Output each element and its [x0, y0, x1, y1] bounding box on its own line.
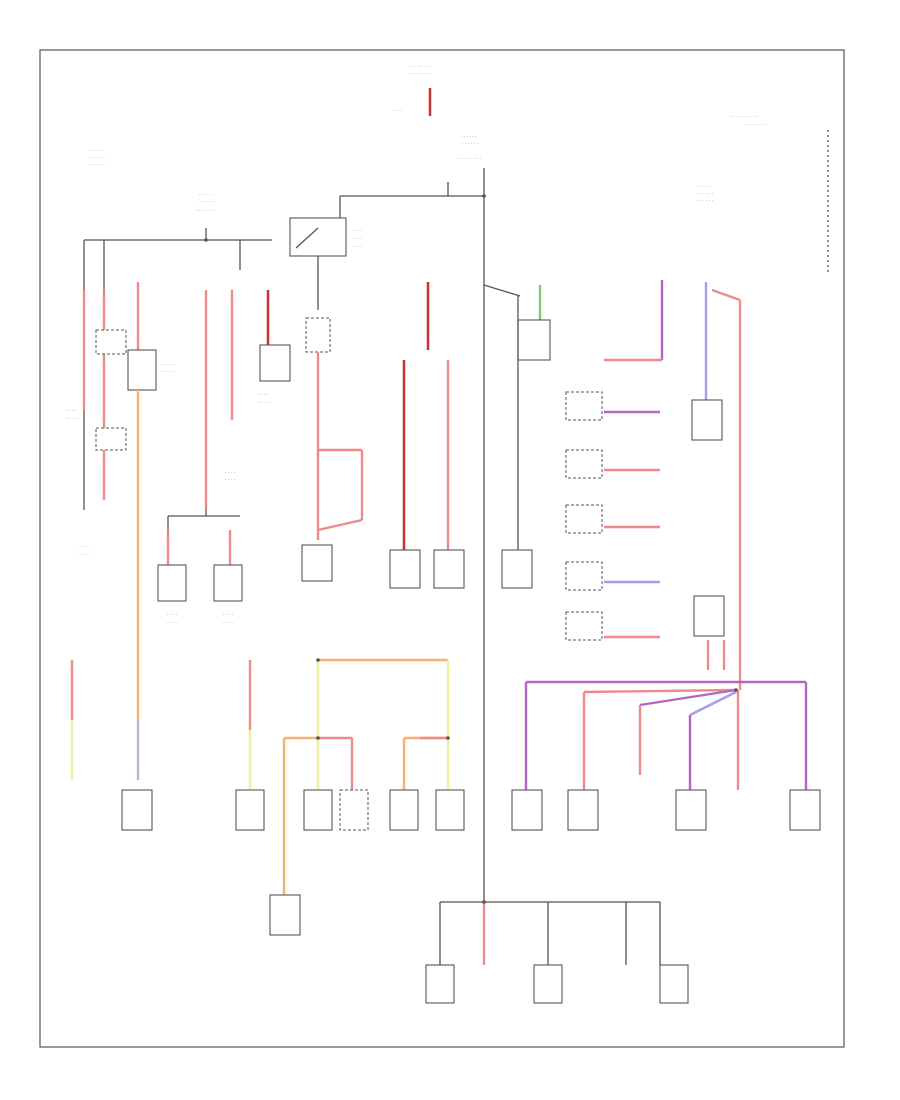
left-fuse-a: · · · · · · · · · [66, 409, 127, 451]
svg-text:· · · · · ·: · · · · · · [197, 200, 213, 205]
component-right-mid [693, 595, 725, 637]
component-center-1 [389, 549, 421, 589]
svg-text:· · · · · · · ·: · · · · · · · · [744, 123, 766, 128]
component-center-2 [433, 549, 465, 589]
bottom-branch [439, 880, 661, 965]
svg-text:· · · ·: · · · · [392, 109, 402, 114]
relay-top: · · · · · · · · · · · · [289, 196, 362, 272]
lower-center-bus [248, 658, 450, 895]
svg-text:· · · · ·: · · · · · [77, 553, 90, 558]
svg-text:· · · ·: · · · · [352, 245, 362, 250]
svg-text:· · · ·: · · · · [167, 613, 177, 618]
svg-text:· · · ·: · · · · [352, 229, 362, 234]
svg-text:· · · · · · · ·: · · · · · · · · [459, 157, 481, 162]
top-source-connector: · · · · · · · · · · · · · · · · · · · · … [392, 65, 432, 116]
svg-text:· · · · ·: · · · · · [698, 185, 711, 190]
svg-text:· · · · ·: · · · · · [165, 621, 178, 626]
component-bottom-1 [425, 964, 455, 1004]
svg-text:· · · ·: · · · · [352, 237, 362, 242]
component-lower-center-4 [389, 789, 419, 831]
component-lower-center-2 [303, 789, 333, 831]
svg-text:· · · · · ·: · · · · · · [88, 149, 104, 154]
svg-text:· · · · · · ·: · · · · · · · [88, 156, 107, 161]
svg-text:· · · ·: · · · · [258, 393, 268, 398]
small-component-right-of-relay: · · · · · · · · · [258, 344, 291, 406]
svg-text:· · · · ·: · · · · · [258, 401, 271, 406]
diagram-border [39, 49, 845, 1048]
svg-text:· · · · · · ·: · · · · · · · [88, 163, 107, 168]
component-lower-right-4 [789, 789, 821, 831]
component-center-right [501, 549, 533, 589]
left-bus: · · · · · · · · · · · · · · · · · · · · … [83, 149, 272, 510]
component-center-left [301, 544, 333, 582]
component-lower-right-2 [567, 789, 599, 831]
top-right-note: · · · · · · · · · · [730, 115, 758, 120]
svg-text:· · · ·: · · · · [223, 613, 233, 618]
component-left-mid-2 [213, 564, 243, 602]
component-lower-center-3 [339, 789, 369, 831]
component-lower-right-1 [511, 789, 543, 831]
component-bottom-2 [533, 964, 563, 1004]
center-right-switch [483, 284, 551, 550]
svg-text:· · · ·: · · · · [225, 478, 235, 483]
component-lower-center-6 [269, 894, 301, 936]
svg-text:· · · · ·: · · · · · [66, 417, 79, 422]
component-lower-left-1 [121, 789, 153, 831]
component-bottom-3 [659, 964, 689, 1004]
svg-text:· · · ·: · · · · [225, 471, 235, 476]
svg-text:· · · · · ·: · · · · · · [697, 192, 713, 197]
right-relay-column: · · · · · · · · · · · · · · · · · [691, 185, 742, 690]
svg-text:· · · · ·: · · · · · [198, 193, 211, 198]
component-lower-right-3 [675, 789, 707, 831]
component-left-mid-1 [157, 564, 187, 602]
fuse-ladder [565, 280, 664, 641]
lower-right-harness [524, 640, 808, 790]
svg-text:· · · · · · ·: · · · · · · · [196, 209, 215, 214]
svg-text:· · · · ·: · · · · · [221, 621, 234, 626]
svg-text:· · · · ·: · · · · · [77, 545, 90, 550]
main-power-bus: · · · · · · · · · · · · · · · · · · · [340, 135, 485, 880]
svg-text:· · · ·: · · · · [66, 409, 76, 414]
svg-text:· · · · · ·: · · · · · · [462, 142, 478, 147]
svg-text:· · · · · · · ·: · · · · · · · · [409, 65, 431, 70]
component-lower-center-1 [235, 789, 265, 831]
left-mid-split: · · · · · · · · [166, 471, 240, 565]
svg-text:· · · · · ·: · · · · · · [160, 363, 176, 368]
svg-text:· · · · ·: · · · · · [463, 135, 476, 140]
left-relay: · · · · · · · · · · · [95, 329, 176, 391]
svg-text:· · · · ·: · · · · · [160, 370, 173, 375]
center-fuse-column [305, 272, 364, 540]
component-lower-center-5 [435, 789, 465, 831]
svg-text:· · · · · ·: · · · · · · [697, 199, 713, 204]
svg-text:· · · · · · · · ·: · · · · · · · · · [408, 72, 433, 77]
